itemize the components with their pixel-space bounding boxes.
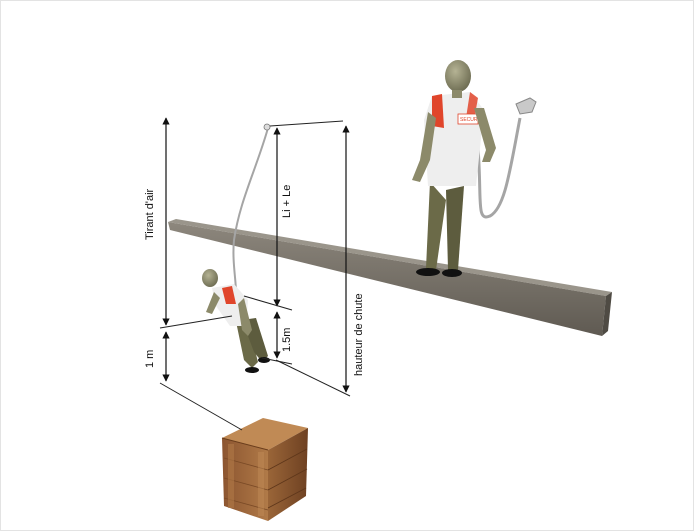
label-hauteur-chute: hauteur de chute bbox=[353, 293, 365, 376]
label-tirant-air: Tirant d'air bbox=[144, 188, 156, 240]
label-one-five-m: 1.5m bbox=[281, 328, 293, 352]
label-one-m: 1 m bbox=[144, 350, 156, 368]
label-li-le: Li + Le bbox=[281, 185, 293, 218]
dimension-li-le: Li + Le bbox=[270, 121, 343, 306]
crate-reference-line bbox=[160, 383, 242, 430]
dimension-one-m: 1 m bbox=[144, 332, 166, 381]
standing-worker: SECURE bbox=[412, 60, 536, 277]
crate bbox=[222, 418, 308, 521]
